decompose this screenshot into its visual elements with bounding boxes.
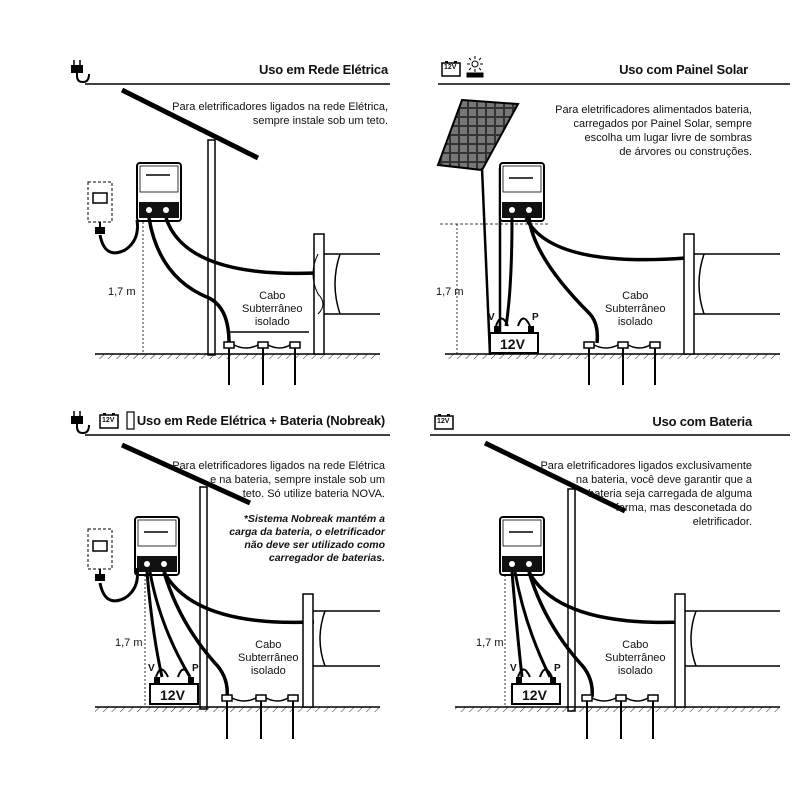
battery-label: 12V xyxy=(160,687,185,703)
panel-title: Uso em Rede Elétrica xyxy=(259,62,388,77)
height-label: 1,7 m xyxy=(115,637,143,649)
panel-title: Uso com Painel Solar xyxy=(619,62,748,77)
wall-outlet xyxy=(87,181,113,223)
battery-icon xyxy=(441,61,461,77)
energizer-box xyxy=(134,516,180,576)
height-label: 1,7 m xyxy=(436,286,464,298)
battery-12v xyxy=(489,317,539,354)
battery-icon-label: 12V xyxy=(444,64,457,71)
fence-wire xyxy=(164,217,317,276)
power-cord xyxy=(98,219,139,255)
energizer-box xyxy=(136,162,182,222)
panel-rede-eletrica: Uso em Rede Elétrica Para eletrificadore… xyxy=(0,0,400,399)
terminal-v: V xyxy=(148,663,155,674)
ground xyxy=(95,354,380,359)
ground-wire xyxy=(147,217,231,344)
panel-painel-solar: Uso com Painel Solar 12V Para eletrifica… xyxy=(400,0,800,399)
battery-label: 12V xyxy=(522,687,547,703)
battery-12v xyxy=(149,668,199,705)
panel-description: Para eletrificadores ligados na rede Elé… xyxy=(172,101,388,127)
sun-panel-icon xyxy=(466,56,484,78)
cable-label: Cabo Subterrâneo isolado xyxy=(605,290,666,328)
scene-painel-solar xyxy=(436,56,790,385)
fence-post xyxy=(313,233,325,355)
battery-12v xyxy=(511,668,561,705)
roof xyxy=(120,87,260,161)
energizer-box xyxy=(499,516,545,576)
cable-label: Cabo Subterrâneo isolado xyxy=(242,290,303,328)
cable-label: Cabo Subterrâneo isolado xyxy=(605,639,666,677)
scene-rede-eletrica xyxy=(71,60,390,385)
nobreak-note: *Sistema Nobreak mantém a carga da bater… xyxy=(229,513,385,564)
plug-icon xyxy=(71,60,90,84)
terminal-p: P xyxy=(192,663,199,674)
scene-nobreak xyxy=(71,411,390,739)
battery-icon-label: 12V xyxy=(102,417,115,424)
battery-icon xyxy=(434,414,454,430)
panel-bateria: Uso com Bateria 12V Para eletrificadores… xyxy=(400,399,800,798)
device-icon xyxy=(126,411,135,430)
energizer-box xyxy=(499,162,545,222)
height-label: 1,7 m xyxy=(108,286,136,298)
battery-icon-label: 12V xyxy=(437,418,450,425)
battery-icon xyxy=(99,413,119,429)
support-pole xyxy=(207,139,216,356)
panel-title: Uso em Rede Elétrica + Bateria (Nobreak) xyxy=(136,413,385,428)
panel-nobreak: Uso em Rede Elétrica + Bateria (Nobreak)… xyxy=(0,399,400,798)
cable-label: Cabo Subterrâneo isolado xyxy=(238,639,299,677)
panel-description: Para eletrificadores ligados exclusivame… xyxy=(540,460,752,528)
panel-title: Uso com Bateria xyxy=(652,414,752,429)
plug-icon xyxy=(71,411,90,435)
battery-label: 12V xyxy=(500,336,525,352)
height-label: 1,7 m xyxy=(476,637,504,649)
ground-rods xyxy=(223,341,301,385)
panel-description: Para eletrificadores ligados na rede Elé… xyxy=(172,460,385,500)
terminal-p: P xyxy=(554,663,561,674)
panel-description: Para eletrificadores alimentados bateria… xyxy=(555,104,752,158)
terminal-p: P xyxy=(532,312,539,323)
terminal-v: V xyxy=(488,312,495,323)
terminal-v: V xyxy=(510,663,517,674)
scene-bateria xyxy=(430,414,790,739)
